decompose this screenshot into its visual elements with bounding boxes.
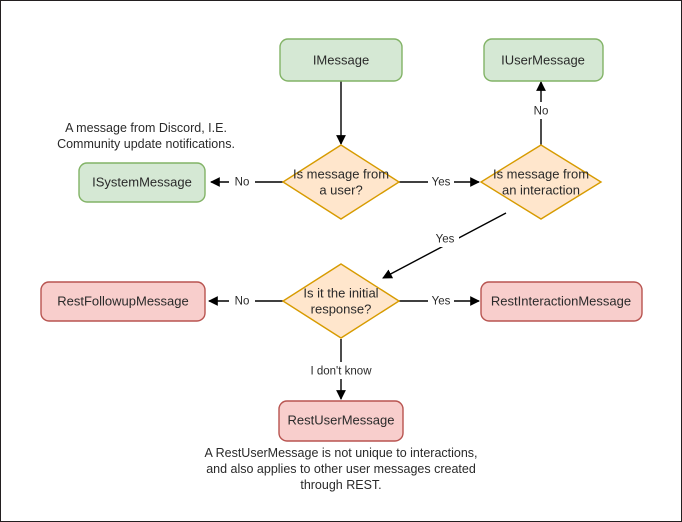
edge-label-yes-initial: Yes — [436, 234, 455, 246]
node-imessage-label: IMessage — [313, 52, 369, 67]
edge-label-no-system: No — [235, 177, 250, 189]
node-imessage[interactable]: IMessage — [279, 38, 403, 82]
node-decision-is-message-from-interaction[interactable]: Is message from an interaction — [479, 144, 603, 220]
edge-decision-initial-yes: Yes — [399, 292, 480, 309]
note-rest-line1: A RestUserMessage is not unique to inter… — [204, 446, 477, 460]
edge-decision-interaction-yes: Yes — [382, 212, 507, 279]
node-decision-user-line2: a user? — [319, 182, 362, 197]
node-restfollowupmessage[interactable]: RestFollowupMessage — [40, 281, 206, 322]
edge-decision-interaction-no: No — [528, 81, 554, 147]
node-restusermessage-label: RestUserMessage — [288, 412, 395, 427]
node-decision-initial-line1: Is it the initial — [303, 285, 378, 300]
node-decision-initial-line2: response? — [311, 301, 372, 316]
node-restfollowupmessage-label: RestFollowupMessage — [57, 293, 189, 308]
note-system-line1: A message from Discord, I.E. — [65, 121, 227, 135]
edge-label-no-followup: No — [235, 296, 250, 308]
edge-label-no-user: No — [534, 106, 549, 118]
edge-decision-initial-unknown: I don't know — [301, 339, 383, 400]
note-rest-user-message: A RestUserMessage is not unique to inter… — [204, 446, 477, 492]
node-restusermessage[interactable]: RestUserMessage — [278, 400, 404, 442]
node-decision-interaction-line2: an interaction — [502, 182, 580, 197]
node-decision-is-message-from-user[interactable]: Is message from a user? — [281, 144, 401, 220]
node-restinteractionmessage-label: RestInteractionMessage — [491, 293, 631, 308]
node-decision-is-initial-response[interactable]: Is it the initial response? — [281, 263, 401, 339]
edge-decision-user-yes: Yes — [399, 173, 480, 190]
edge-label-yes-restinteraction: Yes — [432, 296, 451, 308]
note-system-message: A message from Discord, I.E. Community u… — [57, 121, 235, 151]
node-decision-interaction-line1: Is message from — [493, 166, 589, 181]
note-system-line2: Community update notifications. — [57, 137, 235, 151]
edge-label-i-dont-know: I don't know — [310, 366, 372, 378]
note-rest-line2: and also applies to other user messages … — [206, 462, 476, 476]
node-decision-user-line1: Is message from — [293, 166, 389, 181]
edge-label-yes-interaction: Yes — [432, 177, 451, 189]
edge-decision-initial-no: No — [208, 292, 283, 309]
node-restinteractionmessage[interactable]: RestInteractionMessage — [480, 281, 643, 322]
note-rest-line3: through REST. — [300, 478, 381, 492]
node-iusermessage[interactable]: IUserMessage — [483, 38, 604, 82]
edge-decision-user-no: No — [210, 173, 283, 190]
node-isystemmessage[interactable]: ISystemMessage — [78, 162, 206, 203]
node-iusermessage-label: IUserMessage — [501, 52, 585, 67]
node-isystemmessage-label: ISystemMessage — [92, 174, 192, 189]
